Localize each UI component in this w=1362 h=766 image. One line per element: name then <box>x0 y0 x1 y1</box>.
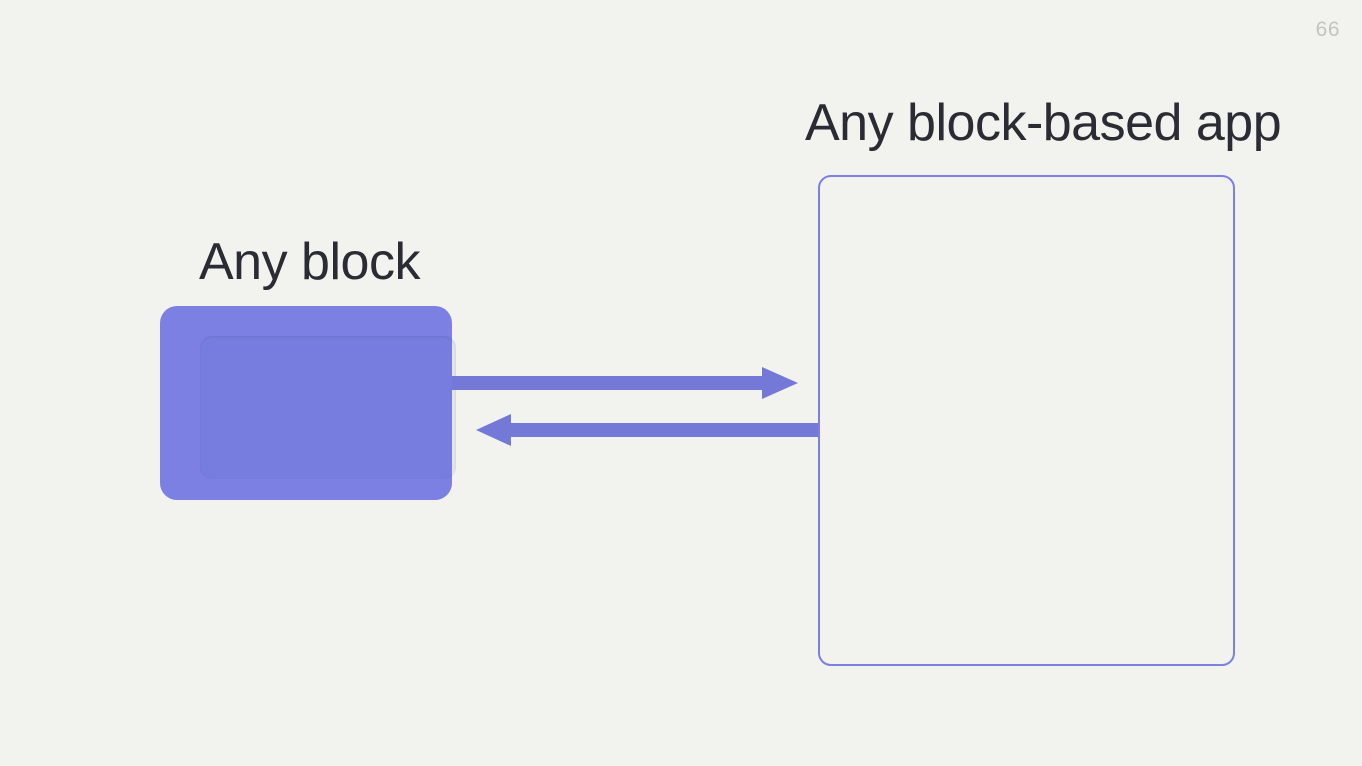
arrow-app-to-block <box>476 414 818 446</box>
block-label: Any block <box>199 233 420 291</box>
app-label: Any block-based app <box>805 94 1282 152</box>
app-container-shape <box>818 175 1235 666</box>
any-block-shape <box>160 306 456 500</box>
arrow-left-icon <box>476 414 511 446</box>
page-number: 66 <box>1315 18 1340 41</box>
arrow-right-icon <box>762 367 798 399</box>
arrow-app-to-block-bar <box>510 423 818 437</box>
block-inner-shape <box>200 336 456 479</box>
arrow-block-to-app <box>452 367 798 399</box>
arrow-block-to-app-bar <box>452 376 763 390</box>
